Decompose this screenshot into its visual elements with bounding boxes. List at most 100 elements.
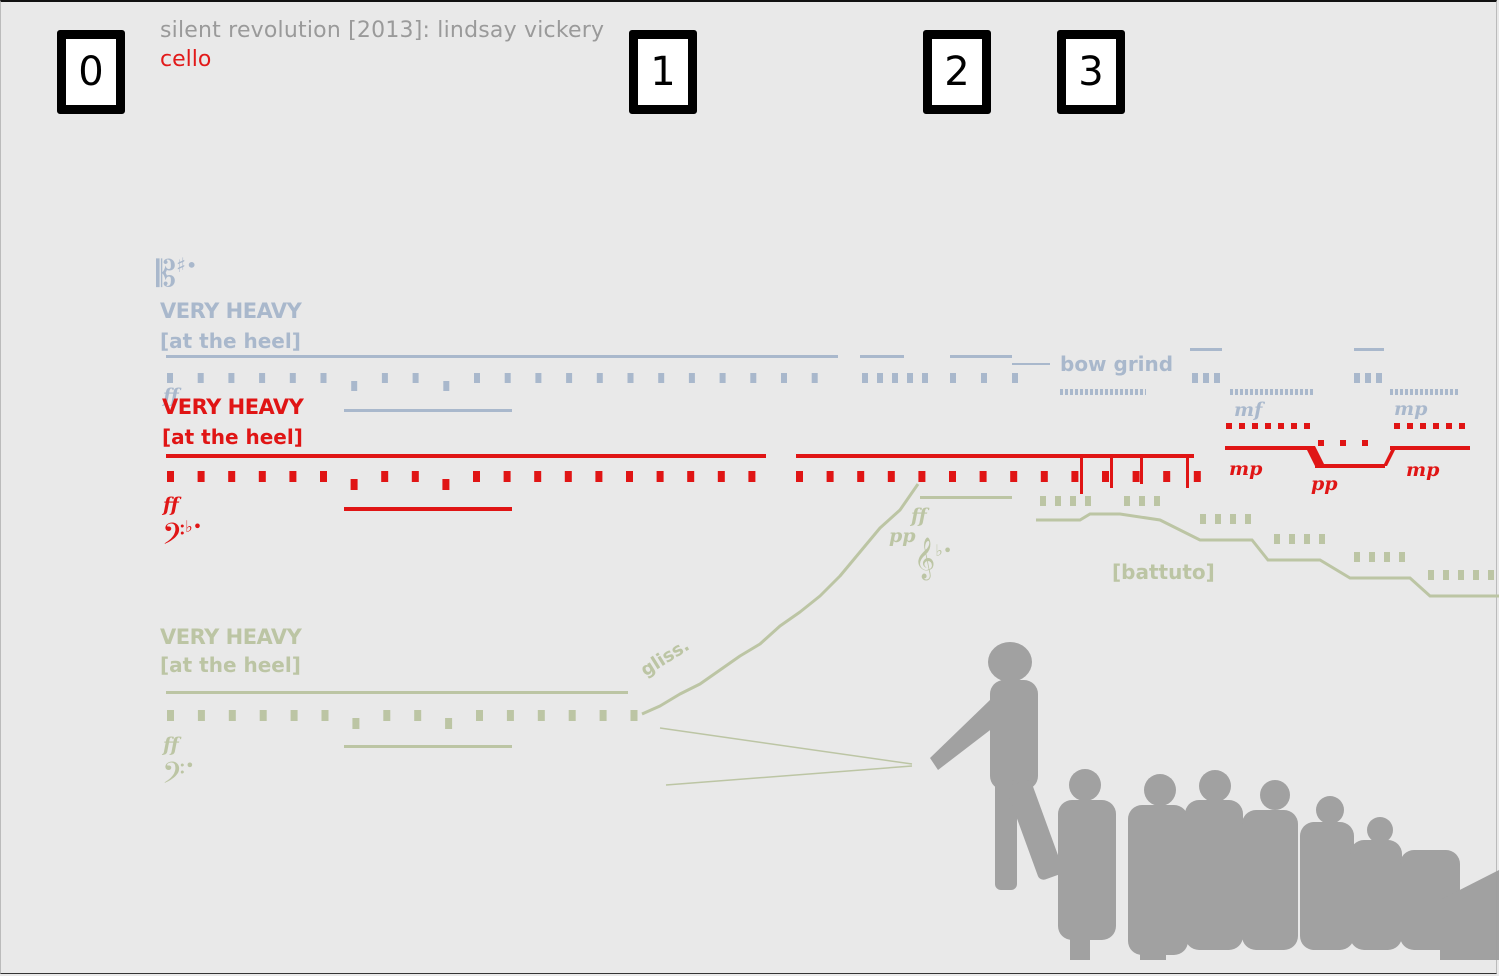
upper-note bbox=[658, 373, 665, 383]
current-staff-technique: [at the heel] bbox=[162, 425, 303, 449]
current-note bbox=[381, 471, 389, 482]
lower-note bbox=[1399, 552, 1405, 562]
lower-note bbox=[1215, 514, 1221, 524]
current-note bbox=[1362, 440, 1368, 446]
lower-note bbox=[1443, 570, 1449, 580]
upper-note bbox=[167, 373, 173, 383]
upper-note bbox=[781, 373, 787, 383]
current-note bbox=[1265, 423, 1271, 429]
upper-note bbox=[351, 381, 358, 391]
upper-note bbox=[1192, 373, 1198, 383]
lower-note bbox=[506, 710, 514, 721]
upper-note bbox=[1012, 373, 1018, 383]
current-note bbox=[1193, 471, 1201, 482]
lower-note bbox=[259, 710, 267, 721]
current-note bbox=[258, 471, 266, 482]
upper-staff-label: VERY HEAVY bbox=[160, 299, 302, 323]
lower-note bbox=[1319, 534, 1325, 544]
upper-note bbox=[197, 373, 204, 383]
upper-note bbox=[877, 373, 883, 383]
lower-note bbox=[630, 710, 638, 721]
current-note bbox=[1446, 423, 1452, 429]
upper-note bbox=[1365, 373, 1371, 383]
upper-note bbox=[1214, 373, 1220, 383]
current-note bbox=[228, 471, 236, 482]
upper-note bbox=[811, 373, 818, 383]
lower-note bbox=[599, 710, 607, 721]
upper-note bbox=[504, 373, 511, 383]
lower-staff-technique: [at the heel] bbox=[160, 653, 301, 677]
upper-staff-dynamic: ff bbox=[163, 385, 179, 407]
current-note bbox=[1459, 423, 1465, 429]
lower-staff-beams bbox=[166, 483, 1499, 786]
lower-note bbox=[167, 710, 174, 721]
bow-grind-annotation: bow grind bbox=[1060, 352, 1174, 376]
upper-note bbox=[566, 373, 573, 383]
upper-note bbox=[907, 373, 913, 383]
upper-note bbox=[320, 373, 327, 383]
instrument-name: cello bbox=[160, 47, 212, 72]
current-note bbox=[1291, 423, 1297, 429]
upper-note bbox=[1376, 373, 1382, 383]
lower-staff-label: VERY HEAVY bbox=[160, 625, 302, 649]
current-note bbox=[1071, 471, 1079, 482]
current-note bbox=[1433, 423, 1439, 429]
current-note bbox=[887, 471, 895, 482]
lower-note bbox=[1200, 514, 1206, 524]
rehearsal-marker-1[interactable]: 1 bbox=[629, 30, 697, 114]
rehearsal-marker-3[interactable]: 3 bbox=[1057, 30, 1125, 114]
current-note bbox=[717, 471, 725, 482]
lower-note bbox=[414, 710, 422, 721]
current-note bbox=[473, 471, 480, 482]
lower-note bbox=[1230, 514, 1236, 524]
lower-staff-dynamic: ff bbox=[163, 734, 179, 756]
lower-note bbox=[537, 710, 545, 721]
upper-note bbox=[688, 373, 695, 383]
lower-note bbox=[321, 710, 329, 721]
lower-note bbox=[1473, 570, 1479, 580]
upper-dynamic-mf: mf bbox=[1234, 399, 1263, 421]
upper-note bbox=[719, 373, 726, 383]
current-note bbox=[918, 471, 926, 482]
current-note bbox=[1420, 423, 1426, 429]
current-note bbox=[564, 471, 572, 482]
lower-dynamic-pp: pp bbox=[889, 525, 916, 547]
current-note bbox=[796, 471, 803, 482]
current-note bbox=[503, 471, 511, 482]
upper-note bbox=[1203, 373, 1209, 383]
current-note bbox=[626, 471, 633, 482]
current-note bbox=[1252, 423, 1258, 429]
current-staff-beams bbox=[166, 446, 1470, 511]
rehearsal-marker-0[interactable]: 0 bbox=[57, 30, 125, 114]
current-note bbox=[656, 471, 664, 482]
lower-note bbox=[383, 710, 391, 721]
current-note bbox=[1394, 423, 1400, 429]
current-note bbox=[289, 471, 297, 482]
lower-note bbox=[1354, 552, 1360, 562]
upper-staff-technique: [at the heel] bbox=[160, 329, 301, 353]
lower-note bbox=[445, 718, 453, 729]
current-note bbox=[1278, 423, 1284, 429]
current-staff-notes bbox=[167, 423, 1465, 490]
current-note bbox=[979, 471, 987, 482]
lower-bass-clef-icon: 𝄢• bbox=[162, 756, 195, 798]
lower-note bbox=[1124, 496, 1130, 506]
current-note bbox=[687, 471, 695, 482]
lower-note bbox=[1384, 552, 1390, 562]
current-note bbox=[167, 471, 174, 482]
current-note bbox=[1040, 471, 1048, 482]
upper-note bbox=[892, 373, 898, 383]
upper-note bbox=[259, 373, 266, 383]
current-note bbox=[1407, 423, 1413, 429]
lower-note bbox=[290, 710, 298, 721]
lower-note bbox=[1488, 570, 1494, 580]
current-note bbox=[826, 471, 834, 482]
upper-note bbox=[1354, 373, 1360, 383]
upper-note bbox=[535, 373, 542, 383]
rehearsal-marker-2[interactable]: 2 bbox=[923, 30, 991, 114]
current-note bbox=[411, 471, 419, 482]
current-note bbox=[1340, 440, 1346, 446]
upper-note bbox=[443, 381, 450, 391]
